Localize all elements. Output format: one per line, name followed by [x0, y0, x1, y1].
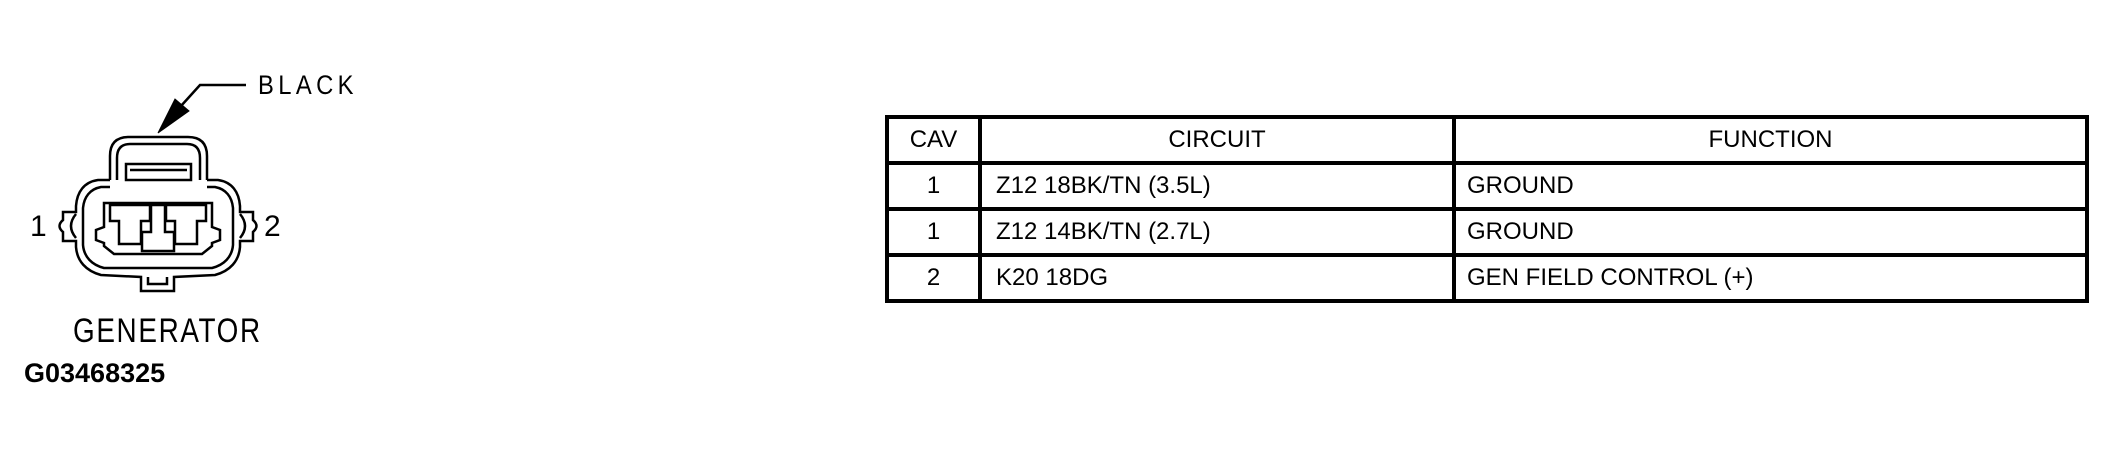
terminal-cavity-2 [164, 203, 208, 246]
connector-body-outer [58, 178, 258, 293]
cavity-key-outline [94, 201, 222, 256]
bottom-tab-inner-line [146, 277, 169, 286]
connector-color-label: BLACK [258, 70, 358, 100]
pin-2-label: 2 [264, 210, 281, 243]
table-header-row: CAV CIRCUIT FUNCTION [885, 115, 2089, 165]
connector-body-inner [81, 185, 235, 270]
lock-arch-outer [108, 135, 209, 180]
lock-arch-inner [115, 142, 202, 180]
circuit-value: Z12 14BK/TN (2.7L) [978, 207, 1456, 257]
pin-1-label: 1 [30, 210, 47, 243]
right-wing-notch [239, 213, 247, 239]
left-wing-notch [69, 213, 77, 239]
pinout-table: CAV CIRCUIT FUNCTION 1 Z12 18BK/TN (3.5L… [885, 115, 2089, 303]
column-header-circuit: CIRCUIT [978, 115, 1456, 165]
leader-line [180, 83, 246, 107]
terminal-cavity-1 [108, 203, 152, 246]
table-row: 1 Z12 18BK/TN (3.5L) GROUND [885, 161, 2089, 211]
connector-face-drawing [58, 83, 258, 293]
table-row: 1 Z12 14BK/TN (2.7L) GROUND [885, 207, 2089, 257]
latch-slot [124, 162, 193, 182]
center-key-rib [140, 203, 176, 253]
connector-caption: GENERATOR [73, 312, 262, 350]
column-header-function: FUNCTION [1452, 115, 2089, 165]
circuit-value: K20 18DG [978, 253, 1456, 303]
table-row: 2 K20 18DG GEN FIELD CONTROL (+) [885, 253, 2089, 303]
function-value: GEN FIELD CONTROL (+) [1452, 253, 2089, 303]
figure-id: G03468325 [24, 358, 166, 388]
cav-value: 1 [885, 207, 982, 257]
column-header-cav: CAV [885, 115, 982, 165]
function-value: GROUND [1452, 207, 2089, 257]
cav-value: 1 [885, 161, 982, 211]
circuit-value: Z12 18BK/TN (3.5L) [978, 161, 1456, 211]
cav-value: 2 [885, 253, 982, 303]
leader-arrowhead-icon [157, 98, 190, 134]
function-value: GROUND [1452, 161, 2089, 211]
